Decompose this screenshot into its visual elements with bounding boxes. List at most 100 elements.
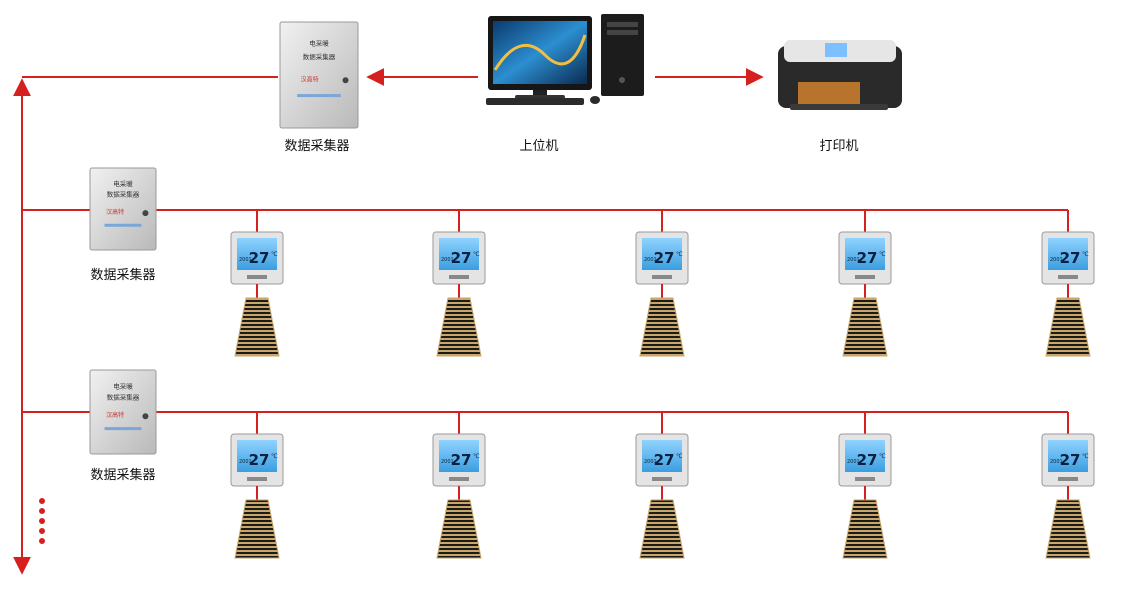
thermostat-button-bar <box>1058 477 1078 481</box>
host-computer-label: 上位机 <box>519 139 559 154</box>
heating-film <box>639 297 685 357</box>
thermostat-unit-label: ℃ <box>473 453 480 460</box>
row2-collector-label: 数据采集器 <box>90 468 156 483</box>
heating-film <box>639 499 685 559</box>
printer-screen <box>825 43 847 57</box>
collector-text-line2: 数据采集器 <box>303 52 336 61</box>
heating-film <box>234 499 280 559</box>
thermostat-button-bar <box>652 477 672 481</box>
thermostat-temperature: 27 <box>857 451 878 469</box>
collector-indicator-strip <box>104 223 142 227</box>
thermostat-lcd <box>237 440 277 472</box>
thermostat-unit-label: ℃ <box>879 453 886 460</box>
thermostat-temperature: 27 <box>249 249 270 267</box>
host-computer <box>486 14 644 105</box>
thermostat-lcd <box>642 440 682 472</box>
thermostat-rows: 200127℃200127℃200127℃200127℃200127℃20012… <box>230 210 1095 559</box>
collector-brand: 汉高特 <box>301 75 319 83</box>
collector-cabinet <box>89 167 157 251</box>
thermostat-temperature: 27 <box>1060 451 1081 469</box>
screen-wave <box>493 34 587 71</box>
thermostat-small-reading: 2001 <box>239 459 252 465</box>
thermostat-unit-label: ℃ <box>1082 251 1089 258</box>
thermostat-button-bar <box>652 275 672 279</box>
collector-lock <box>342 77 349 84</box>
thermostat-small-reading: 2001 <box>239 257 252 263</box>
collector-brand: 汉高特 <box>106 411 124 419</box>
thermostat-unit-label: ℃ <box>473 251 480 258</box>
collector-indicator-strip <box>104 427 142 431</box>
continuation-dot <box>39 528 45 534</box>
thermostat-small-reading: 2001 <box>847 459 860 465</box>
thermostat-button-bar <box>855 275 875 279</box>
thermostat-lcd <box>845 440 885 472</box>
collector-cabinet <box>89 369 157 455</box>
thermostat-small-reading: 2001 <box>847 257 860 263</box>
continuation-dots <box>39 498 45 544</box>
pc-power-button <box>619 77 625 83</box>
thermostat-small-reading: 2001 <box>441 459 454 465</box>
thermostat-lcd <box>439 440 479 472</box>
thermostat-lcd <box>642 238 682 270</box>
thermostat-unit-label: ℃ <box>271 453 278 460</box>
printer-label: 打印机 <box>819 139 859 154</box>
continuation-dot <box>39 508 45 514</box>
top-collector-label: 数据采集器 <box>284 139 350 154</box>
thermostat-small-reading: 2001 <box>644 257 657 263</box>
thermostat-button-bar <box>247 275 267 279</box>
thermostat-temperature: 27 <box>654 249 675 267</box>
heating-film <box>1045 297 1091 357</box>
collector-cabinet <box>279 21 359 129</box>
thermostat-button-bar <box>449 477 469 481</box>
collector-text-line1: 电采暖 <box>113 179 133 188</box>
heating-film <box>842 297 888 357</box>
thermostat-lcd <box>237 238 277 270</box>
heating-film <box>436 499 482 559</box>
thermostat-lcd <box>1048 440 1088 472</box>
thermostat-lcd <box>1048 238 1088 270</box>
thermostat-unit-label: ℃ <box>1082 453 1089 460</box>
heating-film <box>1045 499 1091 559</box>
collector-indicator-strip <box>297 94 341 98</box>
thermostat-button-bar <box>449 275 469 279</box>
row1-collector-label: 数据采集器 <box>90 268 156 283</box>
thermostat-small-reading: 2001 <box>1050 257 1063 263</box>
heating-film <box>436 297 482 357</box>
thermostat-button-bar <box>247 477 267 481</box>
thermostat-temperature: 27 <box>451 249 472 267</box>
thermostat-temperature: 27 <box>654 451 675 469</box>
heating-film <box>234 297 280 357</box>
collector-text-line1: 电采暖 <box>309 38 329 47</box>
printer <box>778 40 902 110</box>
thermostat-unit-label: ℃ <box>676 251 683 258</box>
thermostat-temperature: 27 <box>451 451 472 469</box>
thermostat-lcd <box>439 238 479 270</box>
thermostat-small-reading: 2001 <box>1050 459 1063 465</box>
collector-text-line2: 数据采集器 <box>107 190 140 199</box>
heating-film <box>842 499 888 559</box>
thermostat-button-bar <box>1058 275 1078 279</box>
thermostat-unit-label: ℃ <box>271 251 278 258</box>
collector-text-line2: 数据采集器 <box>107 392 140 401</box>
thermostat-temperature: 27 <box>1060 249 1081 267</box>
thermostat-temperature: 27 <box>857 249 878 267</box>
monitor-stand <box>533 90 547 96</box>
continuation-dot <box>39 538 45 544</box>
continuation-dot <box>39 518 45 524</box>
collector-lock <box>142 413 149 420</box>
collector-lock <box>142 210 149 217</box>
mouse <box>590 96 600 104</box>
printer-output-photo <box>798 82 860 104</box>
